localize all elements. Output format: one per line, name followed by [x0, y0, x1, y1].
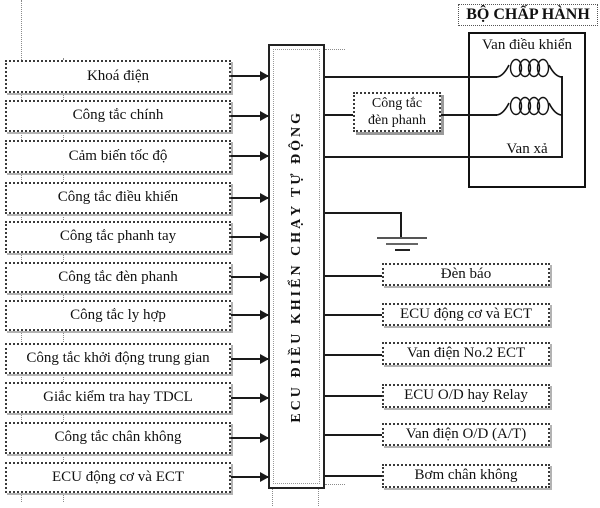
ground-wire-horizontal	[325, 212, 402, 214]
input-label: Công tắc chính	[72, 107, 164, 124]
ecu-block: ECU ĐIỀU KHIỂN CHẠY TỰ ĐỘNG	[268, 44, 325, 489]
input-arrow	[231, 71, 269, 81]
input-label: Cảm biến tốc độ	[68, 147, 168, 164]
wire-control-valve	[325, 76, 497, 78]
output-label: Van điện O/D (A/T)	[405, 425, 527, 442]
output-wire	[325, 275, 382, 277]
input-arrow	[231, 354, 269, 364]
input-label: Công tắc chân không	[54, 429, 182, 446]
input-label: ECU động cơ và ECT	[51, 468, 185, 485]
input-box-cong-tac-chan-khong: Công tắc chân không	[5, 422, 231, 454]
wire-coil-return	[561, 76, 563, 158]
input-label: Công tắc ly hợp	[70, 306, 166, 323]
input-box-cong-tac-phanh-tay: Công tắc phanh tay	[5, 221, 231, 253]
output-box-van-dien-no2: Van điện No.2 ECT	[382, 342, 550, 365]
input-arrow	[231, 151, 269, 161]
release-valve-label: Van xả	[506, 141, 548, 157]
output-label: Van điện No.2 ECT	[406, 344, 526, 361]
ground-symbol	[395, 249, 410, 251]
input-box-cong-tac-den-phanh: Công tắc đèn phanh	[5, 262, 231, 293]
input-arrow	[231, 193, 269, 203]
output-label: Bơm chân không	[414, 467, 518, 484]
input-label: Giắc kiểm tra hay TDCL	[43, 388, 193, 405]
wire-release-valve	[325, 156, 563, 158]
input-box-khoa-dien: Khoá điện	[5, 60, 231, 93]
input-arrow	[231, 272, 269, 282]
output-wire	[325, 434, 382, 436]
input-arrow	[231, 433, 269, 443]
output-box-ecu-dong-co: ECU động cơ và ECT	[382, 303, 550, 326]
input-label: Khoá điện	[86, 67, 150, 84]
brake-light-switch-line1: Công tắc	[371, 96, 423, 111]
input-arrow	[231, 232, 269, 242]
output-box-van-dien-od: Van điện O/D (A/T)	[382, 423, 550, 446]
ground-symbol	[386, 243, 418, 245]
control-valve-label: Van điều khiển	[482, 37, 572, 53]
construction-line	[318, 489, 319, 506]
input-arrow	[231, 310, 269, 320]
solenoid-coil-icon	[495, 96, 563, 116]
output-wire	[325, 395, 382, 397]
input-label: Công tắc điều khiển	[57, 189, 179, 206]
output-wire	[325, 354, 382, 356]
output-box-den-bao: Đèn báo	[382, 263, 550, 286]
input-label: Công tắc đèn phanh	[58, 268, 178, 285]
construction-line	[272, 489, 273, 506]
input-box-cong-tac-ly-hop: Công tắc ly hợp	[5, 300, 231, 331]
input-label: Công tắc khởi động trung gian	[26, 349, 210, 366]
solenoid-coil-icon	[495, 58, 563, 78]
input-arrow	[231, 111, 269, 121]
ground-wire-vertical	[400, 212, 402, 238]
input-arrow	[231, 472, 269, 482]
input-label: Công tắc phanh tay	[59, 228, 177, 245]
output-label: ECU O/D hay Relay	[404, 387, 528, 404]
output-label: Đèn báo	[440, 265, 492, 282]
wire-brake-switch-left	[325, 114, 353, 116]
output-box-ecu-od-relay: ECU O/D hay Relay	[382, 384, 550, 408]
input-box-ecu-dong-co: ECU động cơ và ECT	[5, 462, 231, 493]
input-box-cong-tac-chinh: Công tắc chính	[5, 100, 231, 132]
construction-line	[325, 484, 345, 485]
brake-light-switch-box: Công tắc đèn phanh	[353, 92, 441, 132]
wire-brake-switch-right	[441, 114, 497, 116]
output-wire	[325, 314, 382, 316]
construction-line	[325, 49, 345, 50]
output-label: ECU động cơ và ECT	[399, 305, 533, 322]
input-box-giac-kiem-tra: Giắc kiểm tra hay TDCL	[5, 382, 231, 413]
actuator-title: BỘ CHẤP HÀNH	[458, 4, 598, 26]
output-wire	[325, 475, 382, 477]
output-box-bom-chan-khong: Bơm chân không	[382, 464, 550, 488]
input-box-cong-tac-khoi-dong: Công tắc khởi động trung gian	[5, 343, 231, 374]
ecu-label: ECU ĐIỀU KHIỂN CHẠY TỰ ĐỘNG	[288, 110, 304, 423]
actuator-box	[468, 32, 586, 188]
input-box-cam-bien-toc-do: Cảm biến tốc độ	[5, 140, 231, 173]
ecu-inner-border: ECU ĐIỀU KHIỂN CHẠY TỰ ĐỘNG	[273, 49, 320, 484]
input-box-cong-tac-dieu-khien: Công tắc điều khiển	[5, 182, 231, 214]
input-arrow	[231, 393, 269, 403]
brake-light-switch-line2: đèn phanh	[368, 113, 426, 128]
ground-symbol	[377, 237, 427, 239]
